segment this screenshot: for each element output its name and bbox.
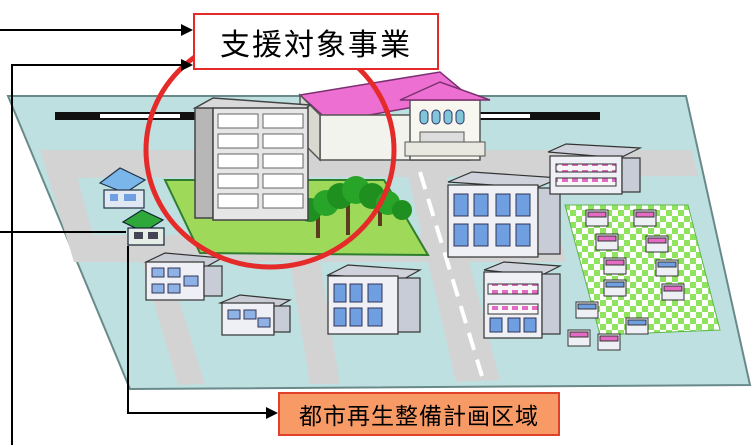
railway (55, 112, 600, 120)
pink-shops-lower (483, 261, 563, 339)
house-gray-left (143, 252, 225, 301)
plaza-shops (567, 209, 685, 351)
arrow-heads (181, 24, 278, 419)
road-center-line (418, 171, 484, 377)
arrow-icon (0, 29, 268, 445)
tree-icon (298, 176, 412, 238)
house-center (325, 264, 423, 335)
urban-renewal-plan-area-label: 都市再生整備計画区域 (278, 392, 560, 436)
support-target-project-label: 支援対象事業 (193, 13, 439, 70)
apartment-block-right (447, 171, 561, 258)
apartment-tower (192, 97, 312, 221)
house-green-small (121, 209, 165, 246)
house-gray-lower (217, 294, 292, 336)
house-blue-small (98, 167, 147, 209)
pink-shops-upper (547, 143, 643, 195)
